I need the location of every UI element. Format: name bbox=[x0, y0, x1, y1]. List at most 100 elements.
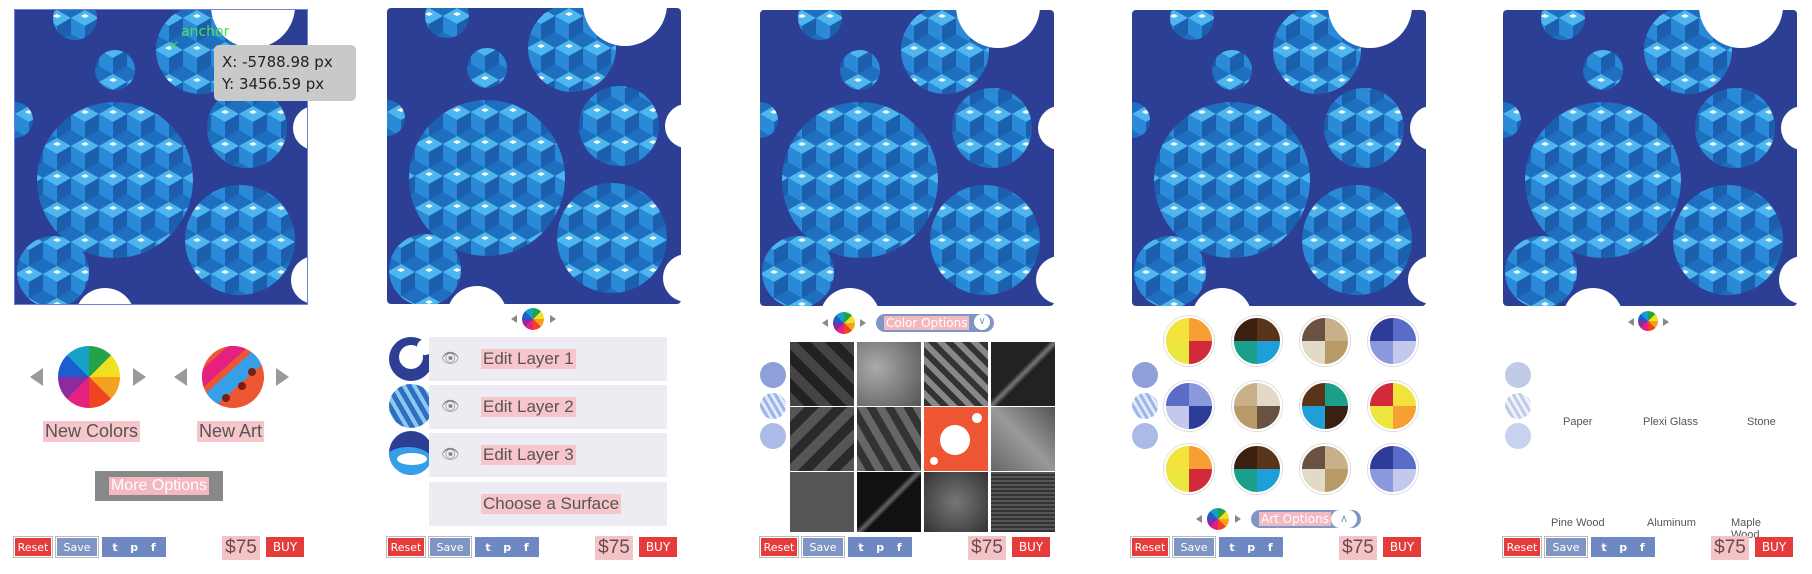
layer2-thumb-icon[interactable] bbox=[1505, 393, 1531, 419]
eye-icon[interactable]: 👁 bbox=[441, 445, 461, 463]
new-art-label[interactable]: New Art bbox=[197, 421, 265, 442]
reset-button[interactable]: Reset bbox=[1131, 537, 1169, 557]
eye-icon[interactable]: 👁 bbox=[441, 397, 461, 415]
layer2-thumb-icon[interactable] bbox=[760, 393, 786, 419]
colors-next-arrow[interactable] bbox=[133, 368, 146, 386]
layer1-thumb-icon[interactable] bbox=[1132, 362, 1158, 388]
reset-button[interactable]: Reset bbox=[14, 537, 52, 557]
twitter-icon[interactable]: t bbox=[858, 540, 864, 554]
wheel-next-arrow[interactable] bbox=[1663, 318, 1669, 326]
palette-swatch[interactable] bbox=[1164, 316, 1214, 366]
pattern-tile[interactable] bbox=[991, 342, 1055, 406]
twitter-icon[interactable]: t bbox=[112, 540, 118, 554]
wheel-next-arrow[interactable] bbox=[1235, 515, 1241, 523]
facebook-icon[interactable]: f bbox=[896, 540, 902, 554]
palette-swatch[interactable] bbox=[1164, 381, 1214, 431]
palette-swatch[interactable] bbox=[1300, 381, 1350, 431]
color-wheel-small-icon[interactable] bbox=[522, 308, 544, 330]
pattern-tile[interactable] bbox=[857, 342, 921, 406]
layer2-thumb-icon[interactable] bbox=[389, 384, 433, 428]
art-prev-arrow[interactable] bbox=[174, 368, 187, 386]
reset-button[interactable]: Reset bbox=[1503, 537, 1541, 557]
facebook-icon[interactable]: f bbox=[150, 540, 156, 554]
palette-swatch[interactable] bbox=[1232, 381, 1282, 431]
facebook-icon[interactable]: f bbox=[1639, 540, 1645, 554]
wheel-next-arrow[interactable] bbox=[550, 315, 556, 323]
reset-button[interactable]: Reset bbox=[760, 537, 798, 557]
facebook-icon[interactable]: f bbox=[523, 540, 529, 554]
anchor-marker[interactable]: × bbox=[169, 38, 180, 52]
pinterest-icon[interactable]: p bbox=[876, 540, 885, 554]
art-next-arrow[interactable] bbox=[276, 368, 289, 386]
palette-swatch[interactable] bbox=[1300, 444, 1350, 494]
buy-button[interactable]: BUY bbox=[266, 537, 304, 557]
pattern-tile[interactable] bbox=[924, 472, 988, 532]
layer-row-3[interactable]: 👁 Edit Layer 3 bbox=[429, 433, 667, 477]
twitter-icon[interactable]: t bbox=[1229, 540, 1235, 554]
save-button[interactable]: Save bbox=[1173, 537, 1215, 557]
artwork-canvas[interactable]: × anchor bbox=[14, 9, 308, 305]
pinterest-icon[interactable]: p bbox=[1619, 540, 1628, 554]
facebook-icon[interactable]: f bbox=[1267, 540, 1273, 554]
pinterest-icon[interactable]: p bbox=[130, 540, 139, 554]
save-button[interactable]: Save bbox=[802, 537, 844, 557]
material-pine-wood[interactable]: Pine Wood bbox=[1551, 517, 1605, 529]
wheel-prev-arrow[interactable] bbox=[1628, 318, 1634, 326]
art-thumb-icon[interactable] bbox=[202, 346, 264, 408]
palette-swatch[interactable] bbox=[1368, 381, 1418, 431]
pattern-tile[interactable] bbox=[924, 342, 988, 406]
pattern-tile[interactable] bbox=[991, 472, 1055, 532]
choose-surface-row[interactable]: Choose a Surface bbox=[429, 482, 667, 526]
palette-swatch[interactable] bbox=[1368, 316, 1418, 366]
layer1-thumb-icon[interactable] bbox=[1505, 362, 1531, 388]
buy-button[interactable]: BUY bbox=[639, 537, 677, 557]
save-button[interactable]: Save bbox=[429, 537, 471, 557]
pattern-tile[interactable] bbox=[857, 407, 921, 471]
color-wheel-small-icon[interactable] bbox=[1207, 508, 1229, 530]
save-button[interactable]: Save bbox=[1545, 537, 1587, 557]
pattern-tile[interactable] bbox=[991, 407, 1055, 471]
more-options-button[interactable]: More Options bbox=[95, 471, 223, 501]
color-wheel-icon[interactable] bbox=[58, 346, 120, 408]
pattern-tile[interactable] bbox=[790, 407, 854, 471]
wheel-prev-arrow[interactable] bbox=[1196, 515, 1202, 523]
art-options-dropdown[interactable]: Art Options ∧ bbox=[1251, 510, 1361, 528]
material-stone[interactable]: Stone bbox=[1747, 416, 1776, 428]
layer-row-1[interactable]: 👁 Edit Layer 1 bbox=[429, 337, 667, 381]
layer3-thumb-icon[interactable] bbox=[1132, 423, 1158, 449]
buy-button[interactable]: BUY bbox=[1755, 537, 1793, 557]
layer-row-2[interactable]: 👁 Edit Layer 2 bbox=[429, 385, 667, 429]
pattern-tile[interactable] bbox=[790, 342, 854, 406]
twitter-icon[interactable]: t bbox=[1601, 540, 1607, 554]
reset-button[interactable]: Reset bbox=[387, 537, 425, 557]
buy-button[interactable]: BUY bbox=[1383, 537, 1421, 557]
palette-swatch[interactable] bbox=[1164, 444, 1214, 494]
color-wheel-small-icon[interactable] bbox=[1638, 311, 1658, 331]
layer3-thumb-icon[interactable] bbox=[389, 431, 433, 475]
buy-button[interactable]: BUY bbox=[1012, 537, 1050, 557]
material-plexi-glass[interactable]: Plexi Glass bbox=[1643, 416, 1699, 428]
pattern-tile[interactable] bbox=[857, 472, 921, 532]
layer3-thumb-icon[interactable] bbox=[760, 423, 786, 449]
layer3-thumb-icon[interactable] bbox=[1505, 423, 1531, 449]
pattern-tile-selected[interactable] bbox=[924, 407, 988, 471]
layer2-thumb-icon[interactable] bbox=[1132, 393, 1158, 419]
pinterest-icon[interactable]: p bbox=[1247, 540, 1256, 554]
new-colors-label[interactable]: New Colors bbox=[43, 421, 141, 442]
material-paper[interactable]: Paper bbox=[1563, 416, 1593, 428]
layer1-thumb-icon[interactable] bbox=[389, 337, 433, 381]
colors-prev-arrow[interactable] bbox=[30, 368, 43, 386]
material-aluminum[interactable]: Aluminum bbox=[1647, 517, 1696, 529]
wheel-prev-arrow[interactable] bbox=[511, 315, 517, 323]
palette-swatch[interactable] bbox=[1368, 444, 1418, 494]
palette-swatch[interactable] bbox=[1300, 316, 1350, 366]
wheel-next-arrow[interactable] bbox=[860, 319, 866, 327]
wheel-prev-arrow[interactable] bbox=[822, 319, 828, 327]
color-wheel-small-icon[interactable] bbox=[833, 312, 855, 334]
palette-swatch[interactable] bbox=[1232, 316, 1282, 366]
layer1-thumb-icon[interactable] bbox=[760, 362, 786, 388]
palette-swatch[interactable] bbox=[1232, 444, 1282, 494]
pinterest-icon[interactable]: p bbox=[503, 540, 512, 554]
pattern-tile[interactable] bbox=[790, 472, 854, 532]
eye-icon[interactable]: 👁 bbox=[441, 349, 461, 367]
